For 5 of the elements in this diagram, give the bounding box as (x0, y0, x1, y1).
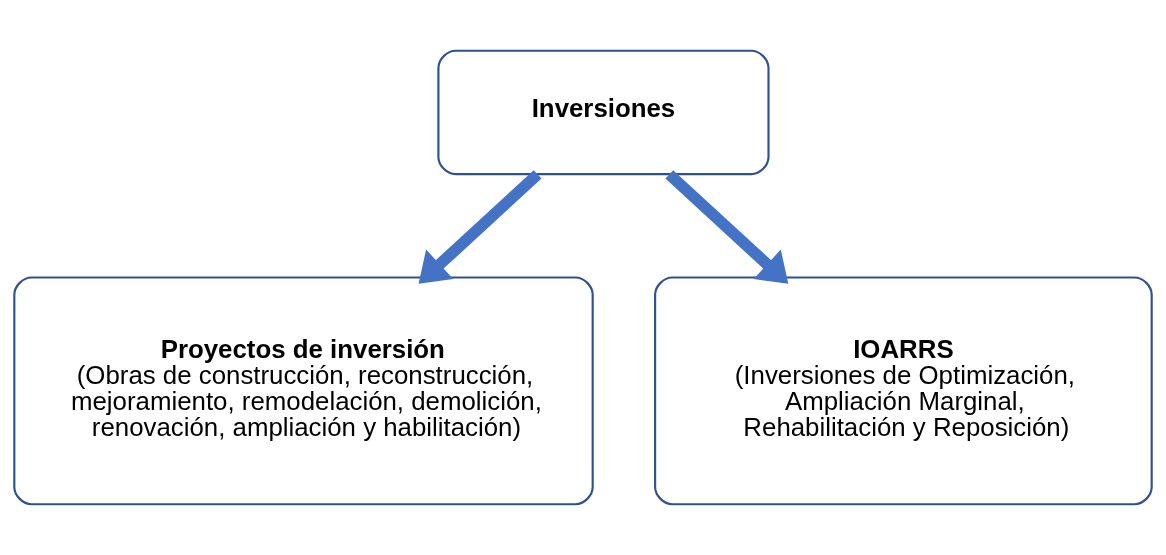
node-box: Inversiones (437, 49, 770, 176)
node-box: Proyectos de inversión (Obras de construcción, reconstrucción, mejoramiento, remodelación, demolición, renovación, ampliación y habilitación) (13, 276, 594, 506)
arrow (418, 170, 542, 284)
arrow (665, 170, 789, 284)
node-box: IOARRS (Inversiones de Optimización, Ampliación Marginal, Rehabilitación y Reposición) (654, 276, 1153, 506)
